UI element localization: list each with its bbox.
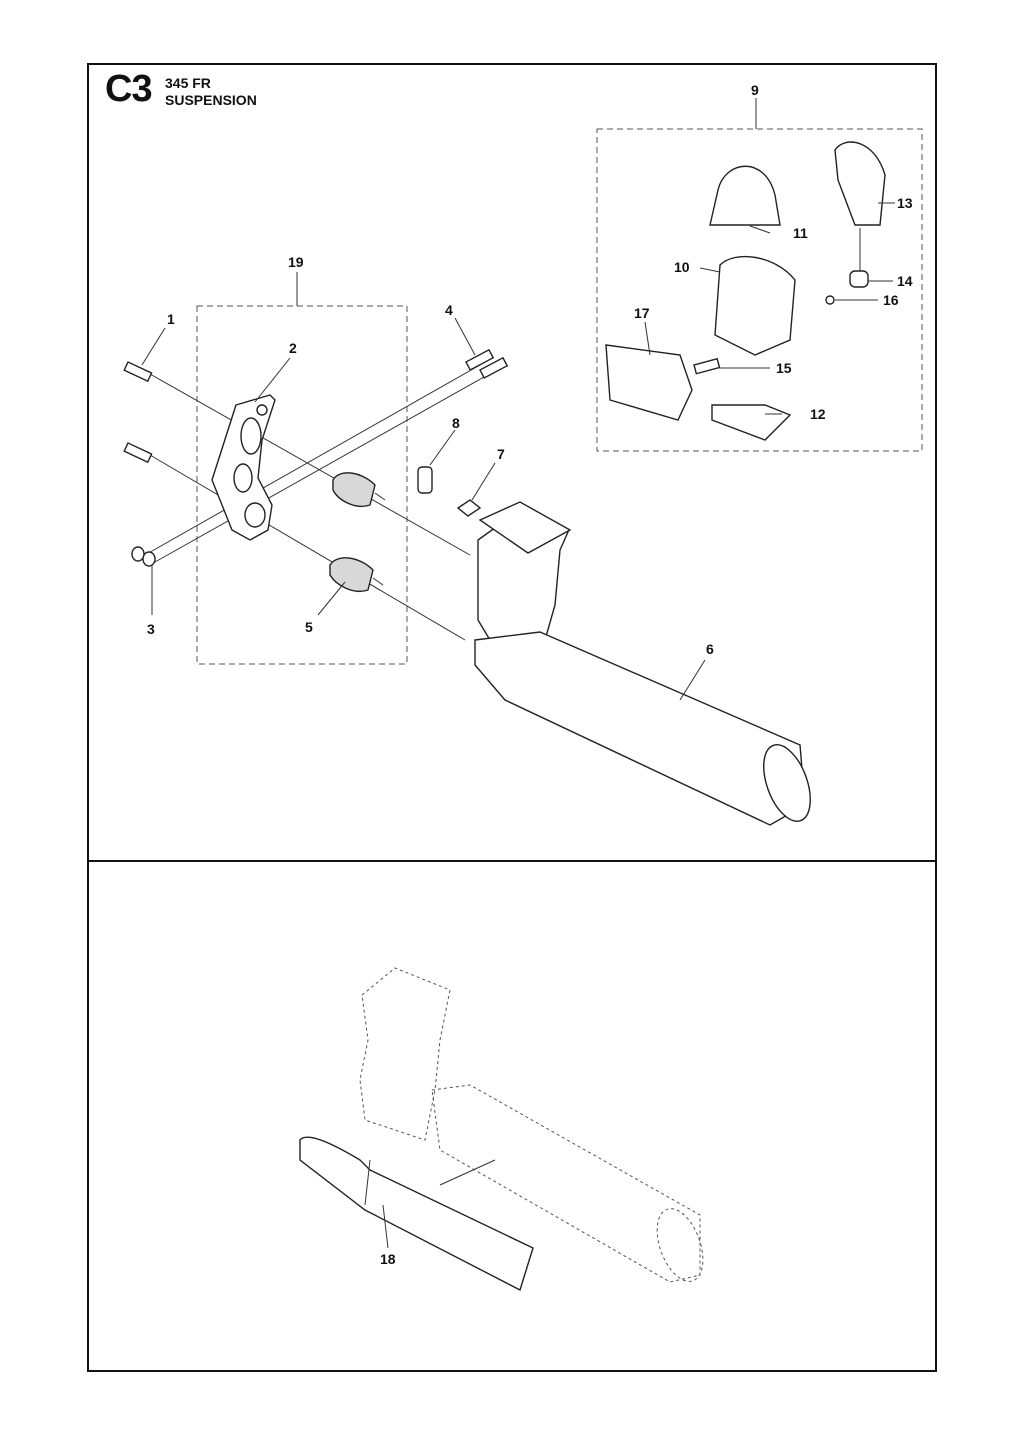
leader-7 [471,462,496,501]
leader-10 [699,267,721,273]
leader-18 [382,1204,389,1249]
diagram-frame [87,63,937,1372]
spring-5-lower [329,557,384,592]
bolt-1 [123,361,153,464]
spring-5-upper [332,472,386,507]
cover-11 [709,165,781,226]
handle-tube-6 [474,501,811,826]
leader-2 [254,357,291,403]
plate-7 [456,499,482,517]
washer-16 [825,295,835,305]
callout-10: 10 [674,259,690,275]
callout-9: 9 [751,82,759,98]
panel-divider [87,860,937,862]
leader-5 [317,581,346,616]
callout-17: 17 [634,305,650,321]
pin-14 [849,270,869,288]
leader-4 [454,317,476,356]
leader-1 [141,327,166,366]
leader-11 [749,225,771,234]
callout-7: 7 [497,446,505,462]
group-19-box [196,305,408,665]
callout-11: 11 [793,225,808,241]
group-9-box [596,128,923,452]
callout-5: 5 [305,619,313,635]
cover-13 [834,141,886,226]
callout-16: 16 [883,292,899,308]
trigger-12 [711,404,792,441]
axis-line-1 [149,373,471,556]
bracket-2 [211,394,276,541]
callout-14: 14 [897,273,913,289]
callout-12: 12 [810,406,826,422]
callout-18: 18 [380,1251,396,1267]
callout-3: 3 [147,621,155,637]
leader-8 [429,429,456,466]
screw-15 [693,357,721,375]
callout-4: 4 [445,302,453,318]
leader-17 [644,321,651,356]
axis-line-4b [154,367,501,563]
tube-18 [299,1136,534,1292]
leader-18-inner [439,1159,496,1186]
page-code: C3 [105,68,153,110]
bolt-4 [465,348,509,379]
callout-2: 2 [289,340,297,356]
callout-6: 6 [706,641,714,657]
bushing-8 [417,466,433,494]
pad-17 [605,344,693,421]
callout-19: 19 [288,254,304,270]
callout-8: 8 [452,415,460,431]
handle-outline-dotted [359,967,704,1283]
axis-line-2 [149,454,466,641]
callout-13: 13 [897,195,913,211]
housing-10 [714,255,796,356]
callout-15: 15 [776,360,792,376]
section-title: SUSPENSION [165,92,257,108]
callout-1: 1 [167,311,175,327]
model-name: 345 FR [165,75,211,91]
leader-6 [679,659,706,701]
nut-3 [131,546,156,567]
axis-line-4a [144,364,481,556]
